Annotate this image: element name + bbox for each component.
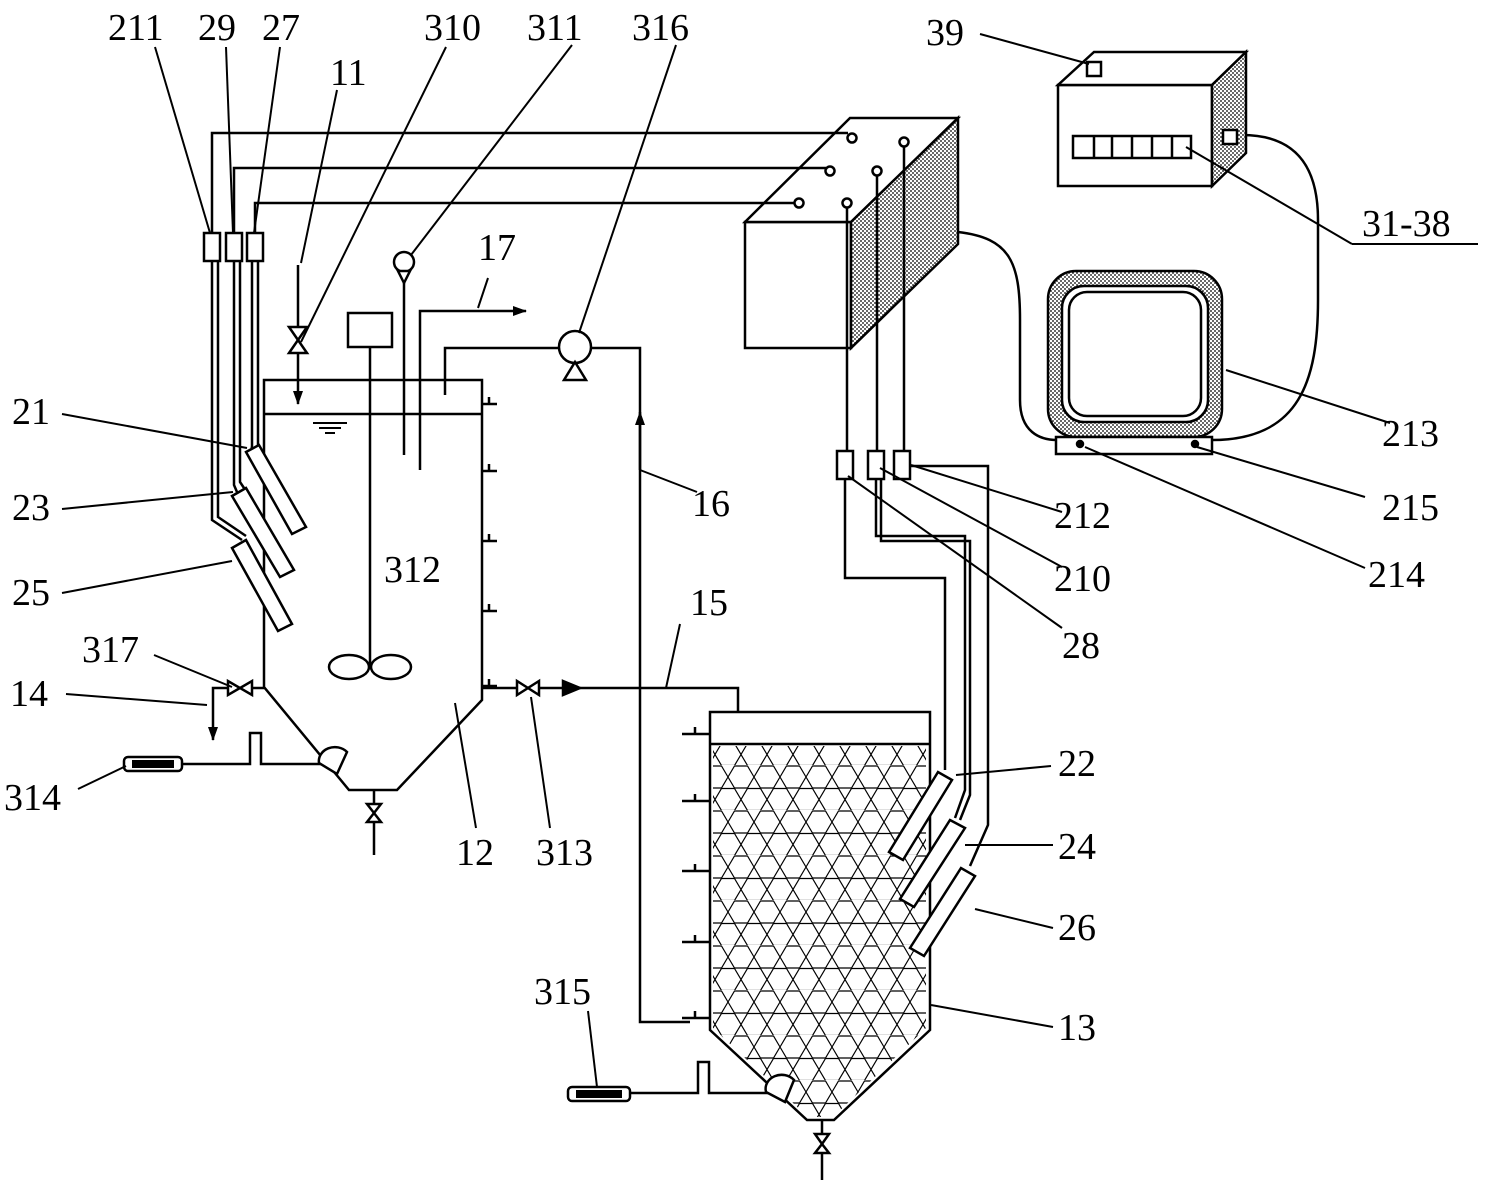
monitor-cables [957, 133, 1320, 442]
stirrer-312 [327, 311, 413, 681]
label-15: 15 [690, 582, 728, 624]
label-210: 210 [1054, 558, 1111, 600]
recycle-line-16 [443, 329, 690, 1024]
label-17: 17 [478, 227, 516, 269]
label-212: 212 [1054, 495, 1111, 537]
reactor-12 [262, 378, 484, 855]
label-28: 28 [1062, 625, 1100, 667]
sampling-ports-13 [682, 727, 710, 1020]
label-214: 214 [1368, 554, 1425, 596]
dosing-pump-311 [392, 250, 416, 455]
label-312: 312 [384, 549, 441, 591]
transfer-pipe-15 [482, 678, 740, 712]
label-313: 313 [536, 832, 593, 874]
leader-lines [61, 33, 1478, 1088]
label-315: 315 [534, 971, 591, 1013]
probes-left [230, 443, 308, 633]
aerator-315 [566, 1060, 796, 1104]
label-31-38: 31-38 [1362, 203, 1451, 245]
label-21: 21 [12, 391, 50, 433]
label-311: 311 [527, 7, 583, 49]
sampling-ports-12 [482, 397, 497, 688]
monitor-213 [1046, 269, 1224, 456]
control-unit [741, 115, 962, 351]
label-317: 317 [82, 629, 139, 671]
label-27: 27 [262, 7, 300, 49]
label-22: 22 [1058, 743, 1096, 785]
drain-valve-12 [364, 802, 384, 824]
label-39: 39 [926, 12, 964, 54]
reference-numerals: 211 29 27 310 311 316 11 39 31-38 17 21 … [4, 7, 1451, 1049]
probes-right [887, 770, 977, 958]
label-310: 310 [424, 7, 481, 49]
controller-39 [1054, 49, 1250, 189]
label-213: 213 [1382, 413, 1439, 455]
label-11: 11 [330, 52, 367, 94]
gas-outlet-17 [418, 306, 527, 470]
label-24: 24 [1058, 826, 1096, 868]
label-215: 215 [1382, 487, 1439, 529]
label-13: 13 [1058, 1007, 1096, 1049]
label-314: 314 [4, 777, 61, 819]
label-14: 14 [10, 673, 48, 715]
transmitters-left [202, 231, 265, 263]
label-26: 26 [1058, 907, 1096, 949]
label-316: 316 [632, 7, 689, 49]
label-25: 25 [12, 572, 50, 614]
side-outlet-14 [208, 678, 264, 741]
label-29: 29 [198, 7, 236, 49]
water-level-mark [313, 422, 347, 434]
label-16: 16 [692, 483, 730, 525]
label-211: 211 [108, 7, 164, 49]
drain-valve-13 [812, 1132, 832, 1155]
label-12: 12 [456, 832, 494, 874]
reactor-13 [708, 710, 932, 1180]
influent-pipe-11 [286, 265, 310, 405]
aerator-314 [122, 731, 349, 776]
label-23: 23 [12, 487, 50, 529]
